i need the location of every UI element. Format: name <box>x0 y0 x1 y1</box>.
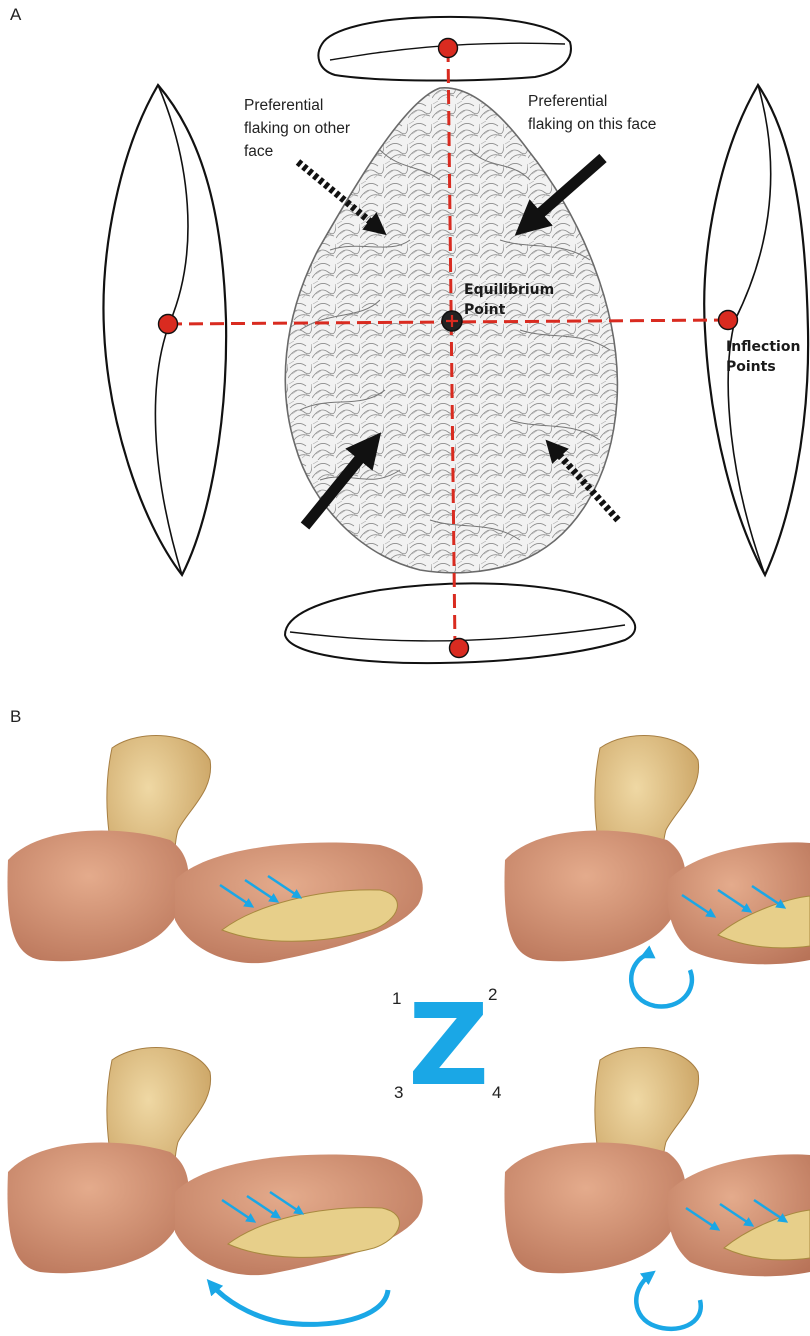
rotation-arrow <box>212 1285 388 1324</box>
sequence-number-2: 2 <box>488 985 497 1004</box>
rotation-arrow <box>631 955 692 1007</box>
panel-a: A <box>10 5 808 663</box>
hand <box>504 830 685 961</box>
knapping-photo-1 <box>7 736 422 964</box>
z-letter: Z <box>408 981 489 1111</box>
panel-b: B 1 2 3 4 Z <box>7 707 810 1329</box>
right-side-profile <box>704 85 808 575</box>
hand <box>504 1142 685 1273</box>
label-this-face: Preferential flaking on this face <box>528 93 656 133</box>
z-sequence: 1 2 3 4 Z <box>392 981 501 1111</box>
hand <box>7 1142 188 1273</box>
inflection-point-left <box>159 315 178 334</box>
sequence-number-4: 4 <box>492 1083 501 1102</box>
knapping-photo-4 <box>504 1048 810 1329</box>
rotation-arrow <box>636 1275 701 1329</box>
sequence-number-3: 3 <box>394 1083 403 1102</box>
inflection-point-top <box>439 39 458 58</box>
label-other-face: Preferential flaking on other face <box>244 97 354 160</box>
knapping-photo-3 <box>7 1048 422 1325</box>
panel-label-a: A <box>10 5 22 24</box>
sequence-number-1: 1 <box>392 989 401 1008</box>
equilibrium-marker <box>442 311 462 331</box>
inflection-point-bottom <box>450 639 469 658</box>
inflection-point-right <box>719 311 738 330</box>
knapping-photo-2 <box>504 736 810 1007</box>
panel-label-b: B <box>10 707 21 726</box>
hand <box>7 830 188 961</box>
